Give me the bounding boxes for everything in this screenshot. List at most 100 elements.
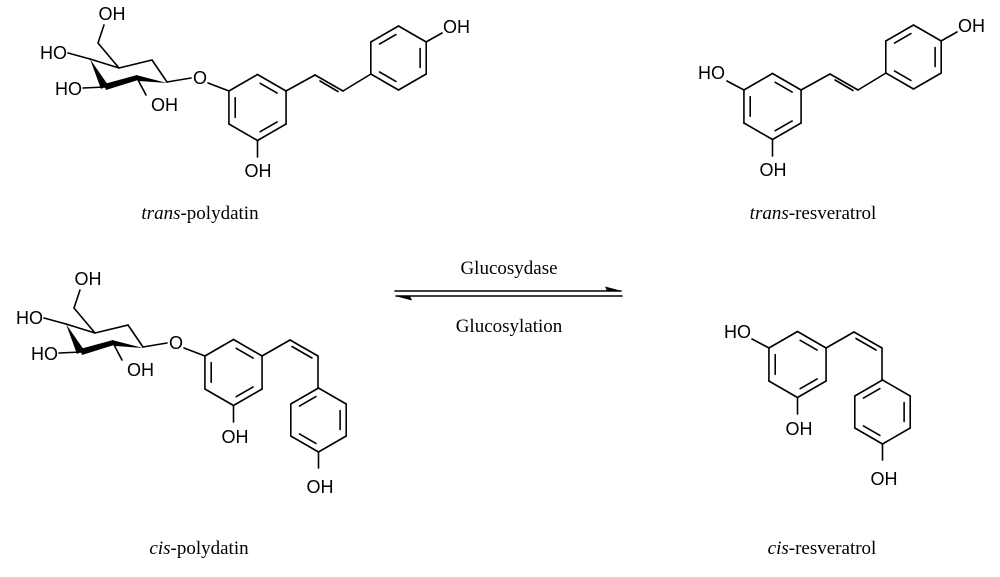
wedge-bond	[90, 59, 108, 89]
ring-bond	[317, 387, 348, 405]
bond	[97, 42, 120, 69]
wedge-bond	[112, 340, 143, 348]
ring-bond	[397, 73, 428, 91]
bond	[825, 331, 855, 349]
bond	[261, 339, 291, 357]
label-suffix: -resveratrol	[789, 203, 877, 224]
vinyl-double-bond	[319, 80, 339, 93]
bond	[289, 339, 319, 357]
ring-bond	[204, 338, 235, 357]
ring-double-bond	[799, 339, 818, 351]
bond	[89, 58, 120, 69]
hydroxyl-label: OH	[99, 4, 126, 24]
bond	[127, 324, 144, 348]
ring-bond	[369, 73, 400, 91]
cis-resveratrol-label: cis-resveratrol	[768, 538, 877, 559]
ring-bond	[768, 380, 799, 399]
forward-arrowhead	[605, 286, 622, 291]
bond	[73, 289, 81, 309]
ring-bond	[228, 73, 259, 92]
hydroxyl-label: HO	[698, 63, 725, 83]
hydroxyl-label: OH	[151, 95, 178, 115]
phenol-ring	[853, 379, 912, 445]
bond	[97, 24, 105, 44]
ring-bond	[743, 72, 774, 91]
hydroxyl-label: OH	[871, 469, 898, 489]
bond	[183, 347, 206, 357]
ether-oxygen-label: O	[193, 68, 207, 88]
bond	[726, 80, 745, 91]
reverse-reaction-label: Glucosylation	[456, 316, 563, 337]
bond	[285, 74, 316, 92]
bond	[751, 338, 770, 349]
ring-double-bond	[298, 395, 317, 407]
ring-double-bond	[774, 120, 793, 132]
resorcinol-ring	[743, 72, 802, 141]
resorcinol-ring	[768, 330, 827, 399]
cis-resveratrol-structure: OH OH HO	[724, 322, 912, 489]
bond	[853, 331, 883, 349]
bond	[800, 73, 831, 91]
vinyl-double-bond	[855, 337, 877, 351]
ring-double-bond	[774, 81, 793, 93]
ring-bond	[232, 338, 263, 357]
ring-bond	[912, 24, 943, 42]
ring-bond	[768, 330, 799, 349]
phenol-ring	[884, 24, 943, 90]
ring-bond	[743, 122, 774, 141]
bond	[829, 73, 859, 91]
ring-double-bond	[378, 33, 397, 45]
ring-bond	[204, 388, 235, 407]
hydroxyl-label: HO	[40, 43, 67, 63]
bond	[73, 307, 96, 334]
ring-bond	[289, 435, 320, 453]
ether-oxygen-label: O	[169, 333, 183, 353]
ring-bond	[771, 72, 802, 91]
ring-bond	[228, 123, 259, 142]
hydroxyl-label: HO	[724, 322, 751, 342]
ring-bond	[232, 388, 263, 407]
resorcinol-ring	[228, 73, 287, 142]
bond	[58, 351, 82, 354]
hydroxyl-label: HO	[31, 344, 58, 364]
ring-bond	[289, 387, 320, 405]
bond	[82, 86, 106, 89]
ring-bond	[912, 72, 943, 90]
bond	[65, 323, 96, 334]
ring-bond	[853, 379, 884, 397]
bond	[94, 324, 129, 334]
reverse-arrowhead	[395, 296, 412, 301]
bold-bond	[80, 340, 114, 355]
hydroxyl-label: OH	[958, 16, 985, 36]
ring-double-bond	[235, 347, 254, 359]
equilibrium-arrows	[394, 286, 623, 301]
ring-double-bond	[893, 70, 912, 82]
hydroxyl-label: OH	[786, 419, 813, 439]
forward-reaction-label: Glucosydase	[460, 258, 557, 279]
wedge-bond	[136, 75, 167, 83]
label-suffix: -resveratrol	[789, 538, 877, 559]
label-prefix: trans	[750, 203, 789, 224]
vinyl-double-bond	[291, 345, 313, 359]
ring-bond	[317, 435, 348, 453]
bond	[142, 342, 168, 348]
ring-double-bond	[235, 386, 254, 398]
hydroxyl-label: OH	[75, 269, 102, 289]
ring-double-bond	[378, 71, 397, 83]
hydroxyl-label: OH	[127, 360, 154, 380]
hydroxyl-label: OH	[222, 427, 249, 447]
wedge-bond	[66, 324, 84, 354]
bond	[314, 74, 344, 92]
ring-bond	[884, 24, 915, 42]
resorcinol-ring	[204, 338, 263, 407]
ring-bond	[881, 379, 912, 397]
ring-bond	[397, 25, 428, 43]
bond	[425, 32, 443, 43]
